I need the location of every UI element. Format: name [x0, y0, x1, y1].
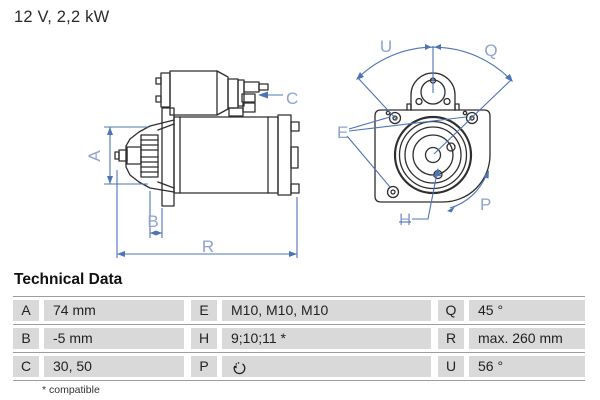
table-row: A 74 mm E M10, M10, M10 Q 45 ° [13, 300, 585, 321]
section-heading: Technical Data [14, 271, 123, 288]
bolt-hole-top-right [465, 111, 479, 125]
label-u: U [380, 37, 392, 56]
angle-dimensions: U Q [356, 37, 513, 155]
bolt-hole-top-left [388, 111, 402, 125]
key-cell-b: B [13, 328, 39, 349]
value-cell-u: 56 ° [469, 356, 585, 377]
technical-drawing: A B R [85, 37, 513, 258]
key-cell-q: Q [438, 300, 464, 321]
dimension-b: B [147, 191, 163, 238]
compatibility-footnote: * compatible [42, 384, 100, 396]
table-row: B -5 mm H 9;10;11 * R max. 260 mm [13, 328, 585, 349]
key-cell-a: A [13, 300, 39, 321]
value-cell-b: -5 mm [44, 328, 184, 349]
page-title: 12 V, 2,2 kW [14, 8, 110, 26]
key-cell-u: U [438, 356, 464, 377]
label-a: A [85, 150, 104, 162]
technical-data-section: Technical Data A 74 mm E M10, M10, M10 Q… [13, 271, 585, 396]
value-cell-a: 74 mm [44, 300, 184, 321]
top-bracket [385, 72, 468, 116]
pinion-gear [140, 134, 159, 178]
label-q: Q [484, 41, 497, 60]
value-cell-r: max. 260 mm [469, 328, 585, 349]
divider [13, 352, 585, 353]
label-h: H [399, 210, 411, 229]
value-cell-e: M10, M10, M10 [222, 300, 431, 321]
divider [13, 296, 585, 297]
divider [13, 380, 585, 381]
table-row: C 30, 50 P U 56 ° [13, 356, 585, 377]
value-cell-q: 45 ° [469, 300, 585, 321]
solenoid [155, 70, 269, 117]
value-cell-p [222, 356, 431, 377]
front-view: U Q E H P [337, 37, 513, 229]
counterclockwise-rotation-icon [233, 361, 246, 374]
key-cell-h: H [191, 328, 217, 349]
bolt-hole-bottom-left [386, 185, 400, 199]
dimension-r: R [116, 170, 298, 258]
angle-leg-q [433, 79, 512, 155]
side-view: A B R [85, 70, 300, 258]
bearing-rings [393, 115, 473, 195]
shaft-callout-h: H [399, 168, 441, 229]
key-cell-p: P [191, 356, 217, 377]
label-b: B [147, 212, 158, 231]
bolt-holes [386, 111, 479, 199]
angle-arc [357, 46, 512, 81]
mounting-flange [374, 109, 491, 203]
terminal-callout-c: C [258, 89, 298, 108]
label-p: P [480, 195, 491, 214]
label-e: E [337, 123, 348, 142]
value-cell-h: 9;10;11 * [222, 328, 431, 349]
rotation-callout-p: P [447, 170, 491, 214]
label-c: C [286, 89, 298, 108]
dimension-a: A [85, 126, 148, 185]
key-cell-e: E [191, 300, 217, 321]
angle-leg-u [357, 77, 398, 121]
c-arrow-icon [258, 91, 268, 99]
key-cell-c: C [13, 356, 39, 377]
drive-end-housing [114, 119, 175, 193]
key-cell-r: R [438, 328, 464, 349]
label-r: R [202, 237, 214, 256]
bolt-callout-e: E [337, 116, 467, 188]
divider [13, 324, 585, 325]
motor-body [173, 114, 300, 196]
value-cell-c: 30, 50 [44, 356, 184, 377]
